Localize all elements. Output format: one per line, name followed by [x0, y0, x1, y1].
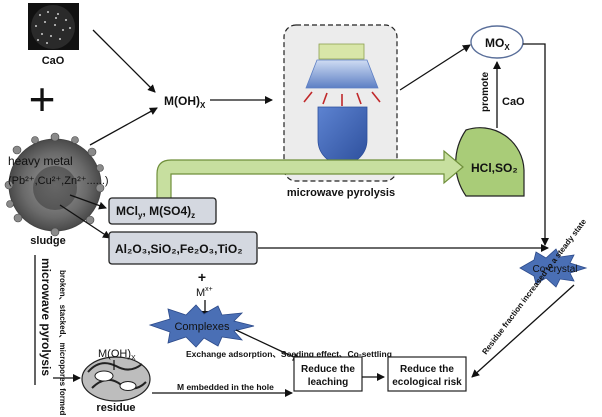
mcl-box: [108, 197, 217, 225]
promote-label: promote: [480, 72, 491, 112]
heavy-metal-ions: (Pb²⁺,Cu²⁺,Zn²⁺......): [8, 175, 109, 187]
arrow-complexes-to-leaching: [235, 329, 301, 361]
heavy-metal-title: heavy metal: [8, 154, 73, 168]
mechanisms-label: Exchange adsorption、Seeding effect、Co-se…: [186, 349, 392, 359]
m-embedded-label: M embedded in the hole: [177, 382, 274, 392]
arrow-sludge-to-moh: [89, 107, 158, 146]
reduce-leaching-box: [293, 356, 363, 392]
cao-label: CaO: [42, 55, 65, 67]
green-flow-arrow: [156, 149, 464, 201]
reduce-risk-line2: ecological risk: [392, 377, 462, 388]
sludge-particle: [4, 132, 105, 237]
sample-vessel: [317, 106, 368, 165]
reduce-risk-box: [387, 356, 467, 392]
m-x-plus: Mx+: [196, 286, 213, 299]
emitter-horn: [305, 59, 379, 89]
mox-bubble: [470, 25, 524, 59]
plus-sign: +: [29, 73, 56, 125]
arrow-cocrystal-to-risk: [471, 284, 575, 378]
hcl-so2-shape: [455, 127, 525, 197]
cao-sample-image: [28, 3, 79, 50]
hcl-so2-label: HCl,SO₂: [471, 161, 518, 175]
co-crystal-burst: [519, 248, 588, 288]
arrow-sludge-to-mcl: [69, 194, 107, 210]
residue-particle: [81, 356, 151, 402]
microwave-rays: [303, 91, 381, 106]
cao-promote-label: CaO: [502, 96, 525, 108]
microwave-pyrolysis-vertical: microwave pyrolysis: [39, 258, 53, 376]
complexes-label: Complexes: [174, 321, 230, 333]
co-crystal-label: Co-crystal: [532, 264, 577, 275]
arrow-cao-to-moh: [92, 29, 156, 93]
residue-moh-label: M(OH)X: [98, 348, 136, 362]
arrow-mox-to-cocrystal: [523, 43, 549, 246]
mcl-label: MCly, M(SO4)z: [116, 204, 195, 220]
broken-note: broken、stacked、micropores formed: [58, 270, 67, 415]
arrow-sludge-to-oxides: [59, 204, 111, 239]
reduce-leaching-line1: Reduce the: [301, 364, 355, 375]
sludge-label: sludge: [30, 235, 65, 247]
moh-x-label: M(OH)X: [164, 94, 206, 110]
residue-label: residue: [96, 402, 135, 414]
reduce-leaching-line2: leaching: [308, 377, 349, 388]
plus-small: +: [198, 269, 206, 285]
reduce-risk-line1: Reduce the: [400, 364, 454, 375]
arrow-pyrolysis-to-mox: [399, 44, 471, 91]
microwave-pyrolysis-label: microwave pyrolysis: [287, 187, 395, 199]
oxides-box: [108, 231, 258, 265]
emitter-cap: [318, 43, 365, 60]
mox-label: MOX: [485, 36, 510, 52]
complexes-burst: [148, 304, 255, 348]
oxides-label: Al₂O₃,SiO₂,Fe₂O₃,TiO₂: [115, 242, 243, 256]
